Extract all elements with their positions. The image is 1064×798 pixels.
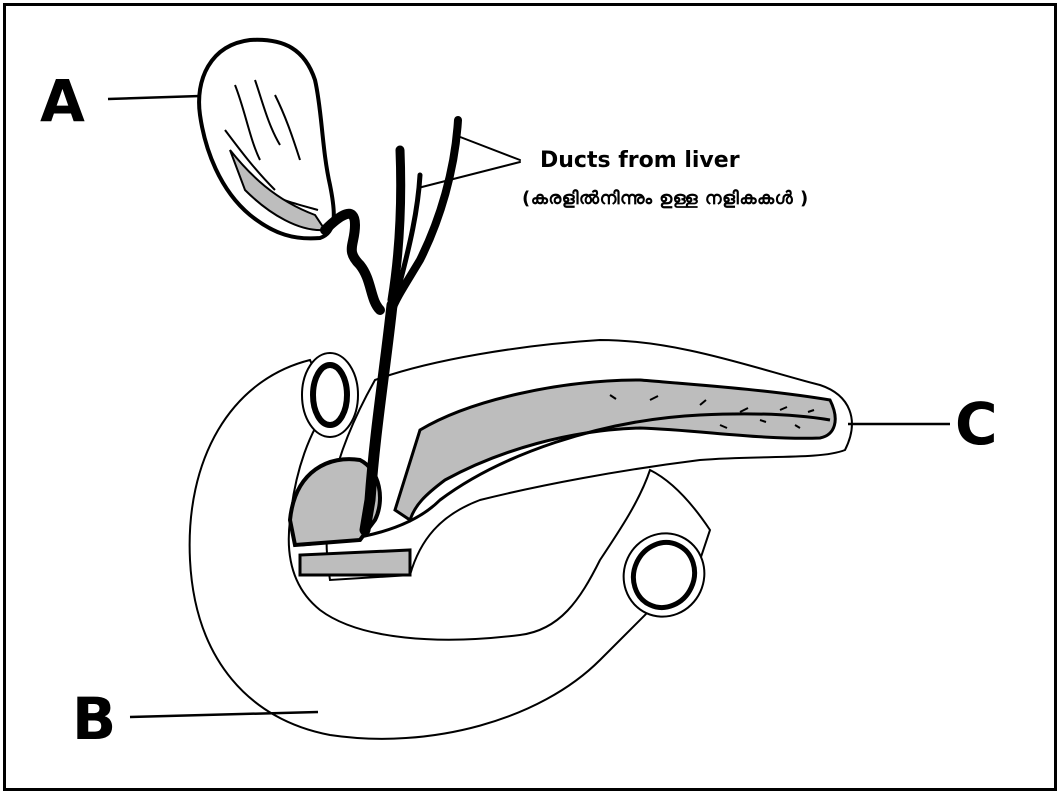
ducts-from-liver-label: Ducts from liver	[540, 148, 740, 173]
vessel-cross-section	[302, 353, 358, 437]
label-c: C	[955, 395, 998, 453]
ducts-from-liver-malayalam-label: (കരളിൽനിന്നും ഉള്ള നളികകൾ )	[522, 188, 809, 209]
label-b: B	[72, 690, 116, 748]
gall-bladder	[199, 40, 334, 239]
label-a: A	[40, 72, 85, 130]
